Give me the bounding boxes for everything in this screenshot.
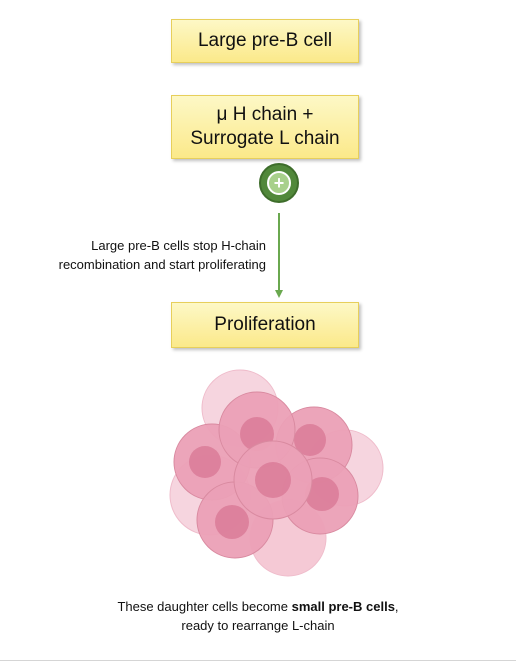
bottom-note-bold: small pre-B cells — [291, 599, 395, 614]
mu-h-chain-label: μ H chain + — [216, 104, 314, 125]
h-chain-surrogate-l-chain-box: μ H chain + Surrogate L chain — [171, 95, 359, 159]
divider — [0, 660, 516, 661]
bottom-note-line2: ready to rearrange L-chain — [181, 618, 335, 633]
bottom-note-prefix: These daughter cells become — [117, 599, 292, 614]
bottom-note-line1: These daughter cells become small pre-B … — [40, 597, 476, 616]
side-note-line2: recombination and start proliferating — [58, 257, 266, 272]
proliferation-label: Proliferation — [214, 314, 316, 335]
cell-nucleus — [294, 424, 326, 456]
bottom-note-suffix: , — [394, 599, 399, 614]
side-note-line1: Large pre-B cells stop H-chain — [91, 238, 266, 253]
large-pre-b-cell-box: Large pre-B cell — [171, 19, 359, 63]
cell-nucleus — [255, 462, 291, 498]
large-pre-b-cell-label: Large pre-B cell — [197, 30, 333, 51]
cell-cluster-illustration — [169, 369, 384, 577]
cell-nucleus — [215, 505, 249, 539]
arrow-head — [275, 290, 283, 298]
surrogate-l-chain-label: Surrogate L chain — [190, 128, 340, 149]
cell-nucleus — [189, 446, 221, 478]
plus-symbol: + — [267, 171, 291, 195]
plus-circle-icon: + — [259, 163, 299, 203]
bottom-note: These daughter cells become small pre-B … — [40, 597, 476, 635]
cell-nucleus — [305, 477, 339, 511]
side-note: Large pre-B cells stop H-chain recombina… — [26, 236, 266, 274]
proliferation-box: Proliferation — [171, 302, 359, 348]
